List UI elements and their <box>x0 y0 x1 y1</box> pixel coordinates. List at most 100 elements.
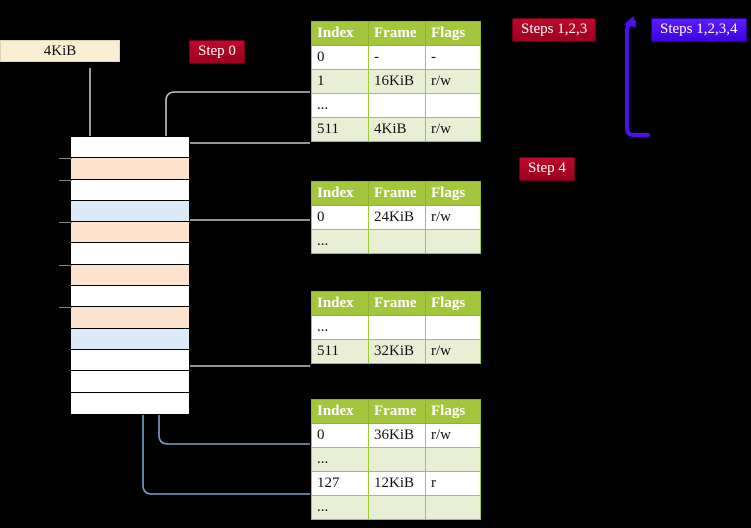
table-cell: 127 <box>311 471 369 496</box>
memory-frame-row <box>71 243 189 265</box>
table-row: 0-- <box>311 45 481 70</box>
wire-pdp-0 <box>174 219 310 258</box>
table-cell <box>368 495 426 520</box>
table-cell: ... <box>311 93 369 118</box>
memory-frame-row <box>71 200 189 223</box>
table-cell: r/w <box>425 423 481 448</box>
badge-steps-123: Steps 1,2,3 <box>512 18 597 42</box>
table-cell: 511 <box>311 117 369 142</box>
table-cell: ... <box>311 315 369 340</box>
column-header-flags: Flags <box>425 399 481 424</box>
badge-steps-123-label: Steps 1,2,3 <box>521 21 588 37</box>
memory-frame-row <box>59 307 189 329</box>
memory-frame-row <box>71 328 189 350</box>
table-row: ... <box>311 495 481 520</box>
column-header-frame: Frame <box>368 291 426 316</box>
table-cell: 511 <box>311 339 369 364</box>
memory-frame-row <box>59 179 189 201</box>
memory-row-tick <box>59 179 72 181</box>
table-cell: 16KiB <box>368 69 426 94</box>
table-cell: 24KiB <box>368 205 426 230</box>
table-cell <box>368 229 426 254</box>
table-cell <box>368 315 426 340</box>
memory-frame-row <box>71 371 189 393</box>
table-cell: 12KiB <box>368 471 426 496</box>
table-row: ... <box>311 229 481 254</box>
memory-frame-row <box>59 158 189 180</box>
memory-row-tick <box>59 222 72 224</box>
column-header-index: Index <box>311 181 369 206</box>
table-cell <box>425 315 481 340</box>
table-cell <box>425 229 481 254</box>
physical-memory-column <box>59 136 190 415</box>
table-cell: r/w <box>425 117 481 142</box>
memory-frame-row <box>71 137 189 159</box>
source-frame-box: 4KiB <box>0 40 120 62</box>
table-cell: r/w <box>425 69 481 94</box>
badge-steps-1234-label: Steps 1,2,3,4 <box>660 21 738 37</box>
table-cell: r/w <box>425 205 481 230</box>
badge-step-0-label: Step 0 <box>198 43 236 59</box>
table-row: ... <box>311 447 481 472</box>
table-cell: ... <box>311 495 369 520</box>
memory-frame-row <box>71 392 189 414</box>
wire-pd-511 <box>175 318 310 367</box>
table-cell: 4KiB <box>368 117 426 142</box>
memory-frame-row <box>59 222 189 244</box>
table-cell: 0 <box>311 205 369 230</box>
table-cell <box>368 447 426 472</box>
source-frame-label: 4KiB <box>43 43 77 59</box>
column-header-flags: Flags <box>425 291 481 316</box>
column-header-index: Index <box>311 21 369 46</box>
table-cell: 1 <box>311 69 369 94</box>
column-header-index: Index <box>311 291 369 316</box>
steps-bracket-arrow <box>623 15 650 137</box>
table-cell <box>425 447 481 472</box>
column-header-frame: Frame <box>368 181 426 206</box>
badge-step-0: Step 0 <box>189 40 245 64</box>
badge-step-4-label: Step 4 <box>528 160 566 176</box>
table-cell: 0 <box>311 423 369 448</box>
column-header-index: Index <box>311 399 369 424</box>
table-cell: - <box>425 45 481 70</box>
memory-row-tick <box>59 264 72 266</box>
table-cell <box>425 93 481 118</box>
memory-frame-row <box>71 349 189 372</box>
table-cell: r/w <box>425 339 481 364</box>
memory-frame-row <box>71 286 189 308</box>
table-cell: ... <box>311 447 369 472</box>
memory-row-tick <box>59 158 72 160</box>
badge-steps-1234: Steps 1,2,3,4 <box>651 18 747 42</box>
table-cell <box>368 93 426 118</box>
table-cell: ... <box>311 229 369 254</box>
table-cell: 0 <box>311 45 369 70</box>
column-header-flags: Flags <box>425 21 481 46</box>
table-cell: 36KiB <box>368 423 426 448</box>
table-row: ... <box>311 93 481 118</box>
table-row: ... <box>311 315 481 340</box>
memory-row-tick <box>59 307 72 309</box>
table-cell: - <box>368 45 426 70</box>
column-header-frame: Frame <box>368 21 426 46</box>
column-header-flags: Flags <box>425 181 481 206</box>
table-cell: 32KiB <box>368 339 426 364</box>
column-header-frame: Frame <box>368 399 426 424</box>
memory-frame-row <box>59 264 189 287</box>
badge-step-4: Step 4 <box>519 157 575 181</box>
table-cell <box>425 495 481 520</box>
